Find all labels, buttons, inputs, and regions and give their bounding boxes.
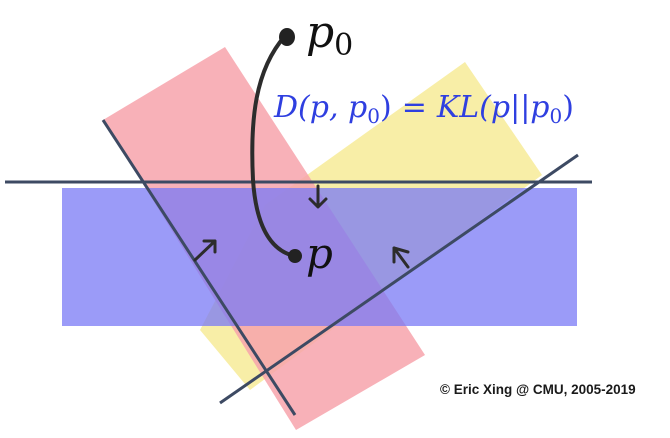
projection-curve <box>250 34 296 258</box>
copyright-notice: © Eric Xing @ CMU, 2005-2019 <box>440 382 636 397</box>
diagonal-boundary-line-right <box>219 153 579 405</box>
point-p0-label: p0 <box>306 7 353 63</box>
point-p-marker <box>288 249 302 263</box>
diagonal-boundary-line-left <box>101 119 297 416</box>
point-p0-marker <box>279 28 295 46</box>
arrow-up-right-icon <box>193 239 217 262</box>
blue-set-region <box>62 188 577 326</box>
kl-divergence-equation: D(p, p0)=KL(p||p0) <box>273 90 574 128</box>
point-p-label: p <box>306 229 333 278</box>
arrow-down-icon <box>308 184 328 209</box>
arrow-up-left-icon <box>392 246 410 269</box>
